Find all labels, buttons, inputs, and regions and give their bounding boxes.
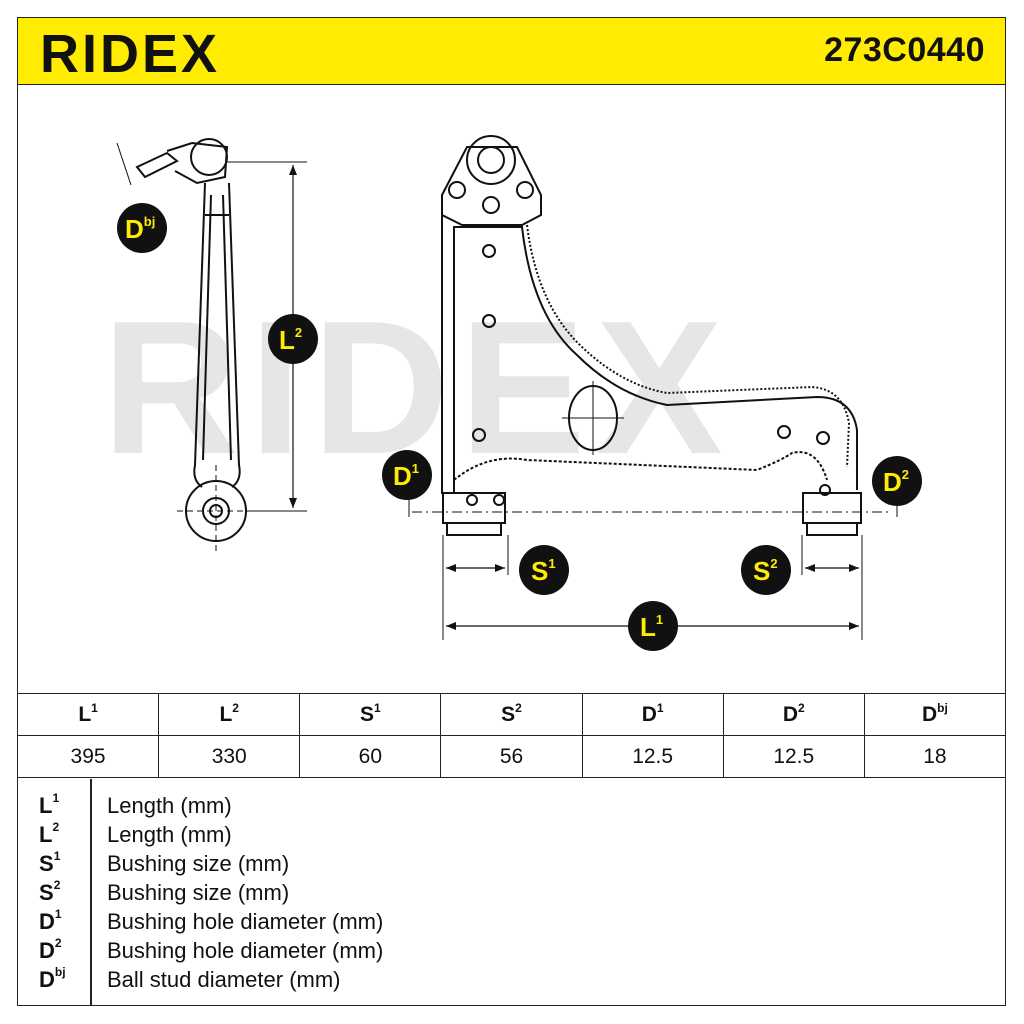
spec-table: L1 L2 S1 S2 D1 D2 Dbj 395 330 60 56 12.5…	[16, 693, 1007, 778]
hole-7	[466, 494, 478, 506]
legend-item: L2 Length (mm)	[17, 820, 1006, 851]
legend-symbol: L2	[39, 820, 60, 847]
legend-item: S1 Bushing size (mm)	[17, 849, 1006, 880]
cell-value: 12.5	[581, 735, 724, 778]
bolt-right	[516, 181, 534, 199]
arm-lower-edge	[453, 230, 828, 483]
badge-d1: D1	[382, 450, 432, 500]
legend-description: Length (mm)	[107, 793, 232, 818]
svg-text:D1: D1	[393, 461, 419, 491]
cell-value: 330	[158, 735, 301, 778]
hole-6	[819, 484, 831, 496]
hole-3	[472, 428, 486, 442]
hole-1	[482, 244, 496, 258]
svg-text:Dbj: Dbj	[125, 214, 155, 244]
svg-text:L2: L2	[279, 325, 302, 355]
legend-symbol: D2	[39, 936, 62, 963]
legend-description: Bushing hole diameter (mm)	[107, 938, 384, 963]
legend-item: D2 Bushing hole diameter (mm)	[17, 936, 1006, 967]
header-bar: RIDEX 273C0440	[17, 17, 1006, 85]
svg-text:D2: D2	[883, 467, 909, 497]
spec-header-row: L1 L2 S1 S2 D1 D2 Dbj	[16, 693, 1007, 736]
hole-2	[482, 314, 496, 328]
legend-divider	[90, 779, 92, 1005]
bolt-left	[448, 181, 466, 199]
svg-text:L1: L1	[640, 612, 663, 642]
svg-text:S1: S1	[531, 556, 556, 586]
col-header: S1	[299, 693, 442, 736]
bushing-left-collar	[446, 522, 502, 536]
legend: L1 Length (mm) L2 Length (mm) S1 Bushing…	[17, 779, 1006, 1006]
badge-s2: S2	[741, 545, 791, 595]
legend-symbol: S1	[39, 849, 61, 876]
legend-symbol: Dbj	[39, 965, 66, 992]
ball-stud	[135, 151, 179, 179]
arm-inner-rib	[202, 194, 232, 461]
ball-joint-plate	[441, 146, 542, 226]
ball-joint-body	[166, 141, 229, 185]
ball-joint-bore	[477, 146, 505, 174]
legend-item: D1 Bushing hole diameter (mm)	[17, 907, 1006, 938]
legend-description: Length (mm)	[107, 822, 232, 847]
sheet-frame	[17, 17, 1006, 1006]
legend-description: Bushing hole diameter (mm)	[107, 909, 384, 934]
technical-drawing: RIDEX	[17, 85, 1006, 693]
logo-text: RIDEX	[40, 24, 220, 80]
svg-text:S2: S2	[753, 556, 778, 586]
ball-joint-boss	[466, 135, 516, 185]
cell-value: 395	[16, 735, 160, 778]
spec-value-row: 395 330 60 56 12.5 12.5 18	[16, 735, 1007, 778]
col-header: S2	[440, 693, 583, 736]
badge-s1: S1	[519, 545, 569, 595]
arm-flange-line	[526, 224, 851, 468]
cell-value: 12.5	[722, 735, 865, 778]
part-number: 273C0440	[824, 31, 985, 69]
ridex-logo: RIDEX	[40, 24, 220, 80]
badge-d2: D2	[872, 456, 922, 506]
drawing-canvas: RIDEX	[102, 135, 922, 651]
legend-symbol: L1	[39, 791, 60, 818]
bolt-center	[482, 196, 500, 214]
bushing-right	[802, 492, 862, 524]
badge-l1: L1	[628, 601, 678, 651]
cell-value: 18	[863, 735, 1007, 778]
col-header: D2	[722, 693, 865, 736]
front-view-arm	[408, 135, 898, 640]
legend-item: Dbj Ball stud diameter (mm)	[17, 965, 1006, 996]
col-header: L1	[16, 693, 160, 736]
col-header: L2	[158, 693, 301, 736]
hole-4	[777, 425, 791, 439]
legend-item: S2 Bushing size (mm)	[17, 878, 1006, 909]
hole-8	[493, 494, 505, 506]
col-header: D1	[581, 693, 724, 736]
hole-5	[816, 431, 830, 445]
cell-value: 56	[440, 735, 583, 778]
side-view-arm	[116, 138, 307, 555]
arm-outer-edge	[441, 215, 858, 494]
col-header: Dbj	[863, 693, 1007, 736]
legend-symbol: D1	[39, 907, 62, 934]
badge-dbj: Dbj	[117, 203, 167, 253]
cell-value: 60	[299, 735, 442, 778]
dbj-dim-line	[116, 142, 132, 186]
legend-description: Ball stud diameter (mm)	[107, 967, 341, 992]
legend-symbol: S2	[39, 878, 61, 905]
legend-item: L1 Length (mm)	[17, 791, 1006, 822]
legend-description: Bushing size (mm)	[107, 851, 290, 876]
bushing-right-collar	[806, 522, 858, 536]
legend-description: Bushing size (mm)	[107, 880, 290, 905]
badge-l2: L2	[268, 314, 318, 364]
